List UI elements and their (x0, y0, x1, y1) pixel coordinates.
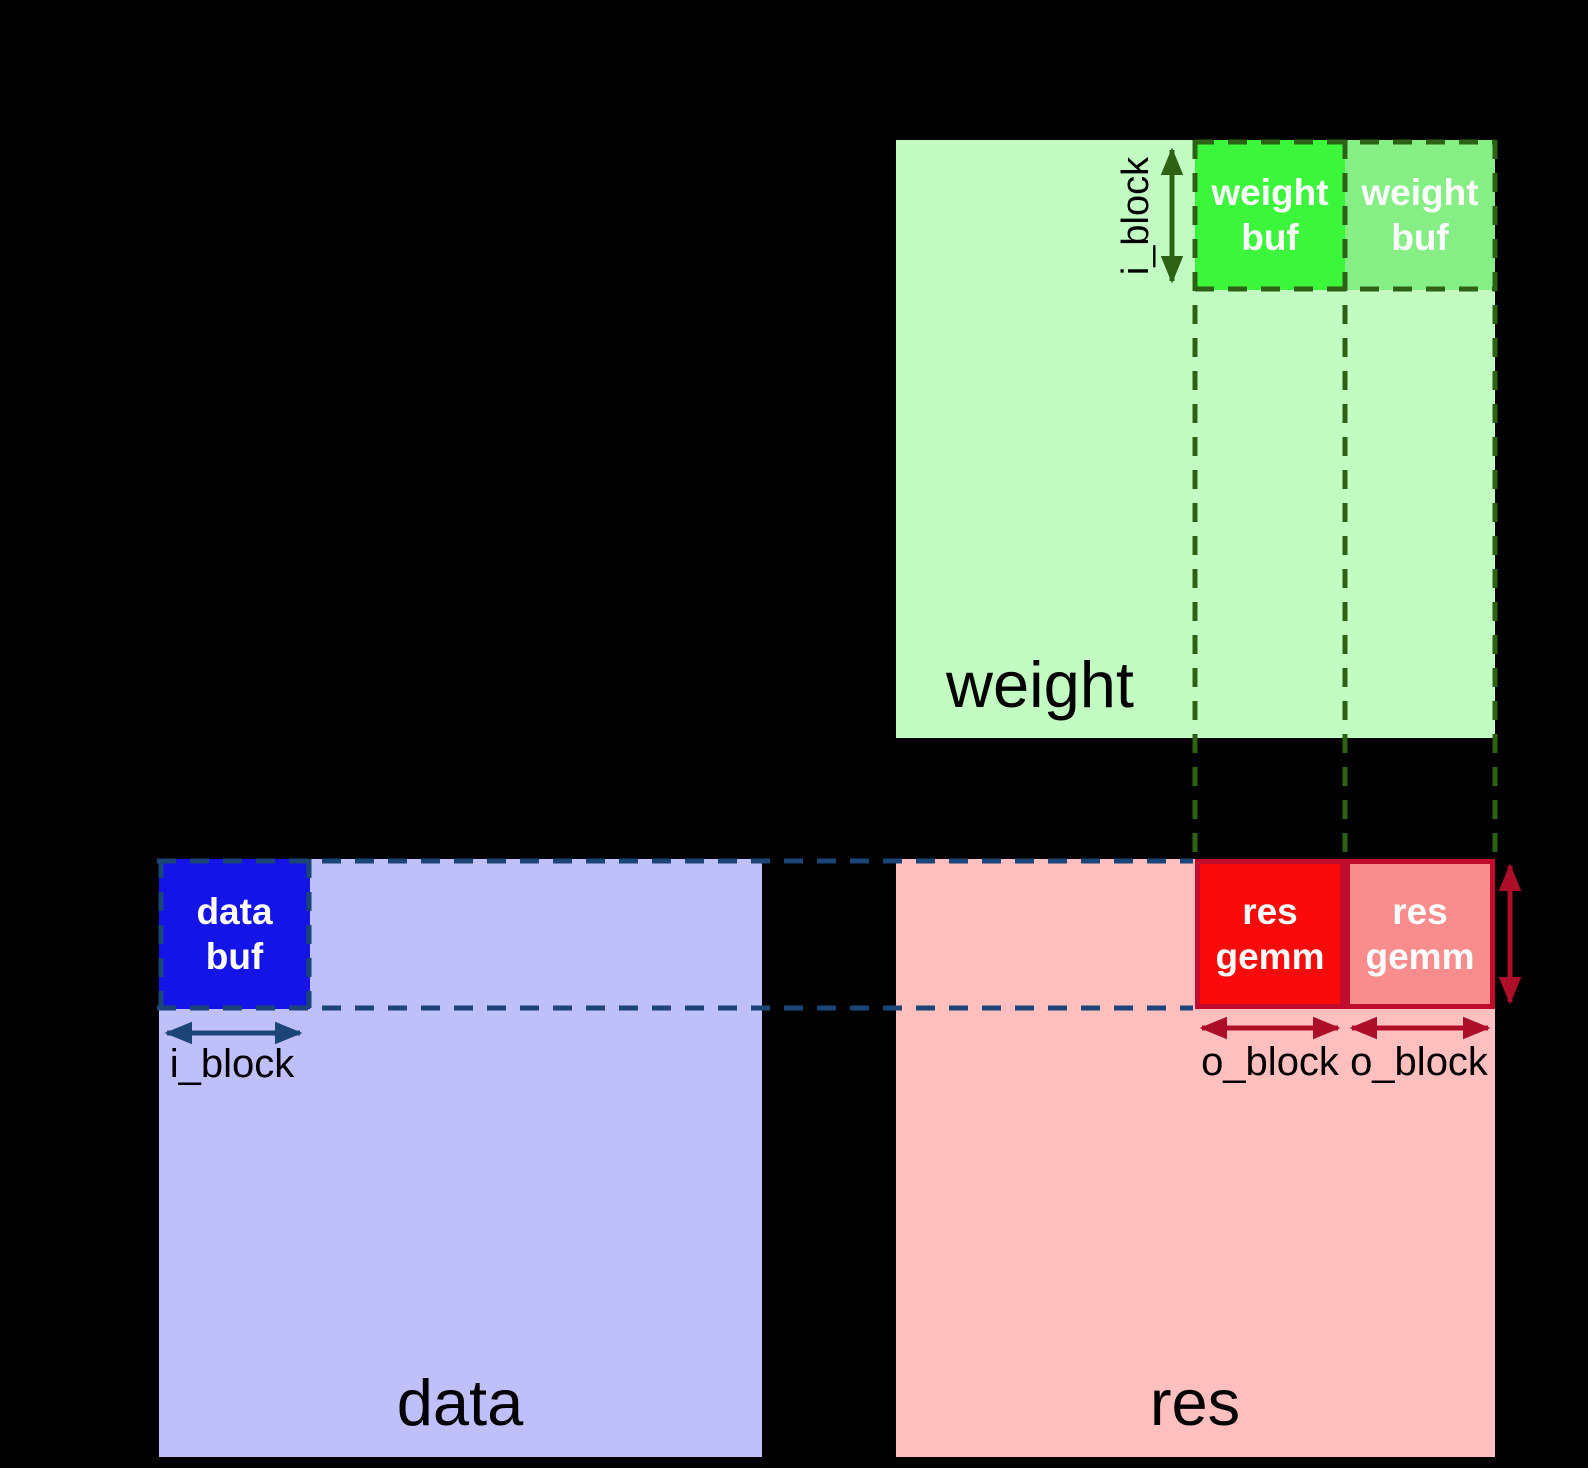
o-block-next-label: o_block (1350, 1040, 1488, 1084)
data-matrix-label: data (396, 1366, 524, 1439)
weight-matrix-label: weight (946, 648, 1134, 721)
res-matrix-label: res (1149, 1366, 1241, 1439)
data-buf-label: data buf (196, 890, 273, 977)
weight-buf-current-tile: weight buf (1195, 140, 1345, 290)
i-block-weight-label: i_block (1115, 156, 1157, 276)
res-gemm-next-label: res gemm (1365, 890, 1475, 977)
weight-buf-current-label: weight buf (1211, 171, 1329, 258)
i-block-data-label: i_block (169, 1042, 295, 1086)
res-gemm-next-tile: res gemm (1345, 859, 1495, 1009)
o-block-current-label: o_block (1201, 1040, 1339, 1084)
data-buf-tile: data buf (159, 859, 310, 1009)
weight-buf-next-label: weight buf (1361, 171, 1479, 258)
res-gemm-current-label: res gemm (1215, 890, 1325, 977)
weight-buf-next-tile: weight buf (1345, 140, 1495, 290)
res-gemm-current-tile: res gemm (1195, 859, 1345, 1009)
